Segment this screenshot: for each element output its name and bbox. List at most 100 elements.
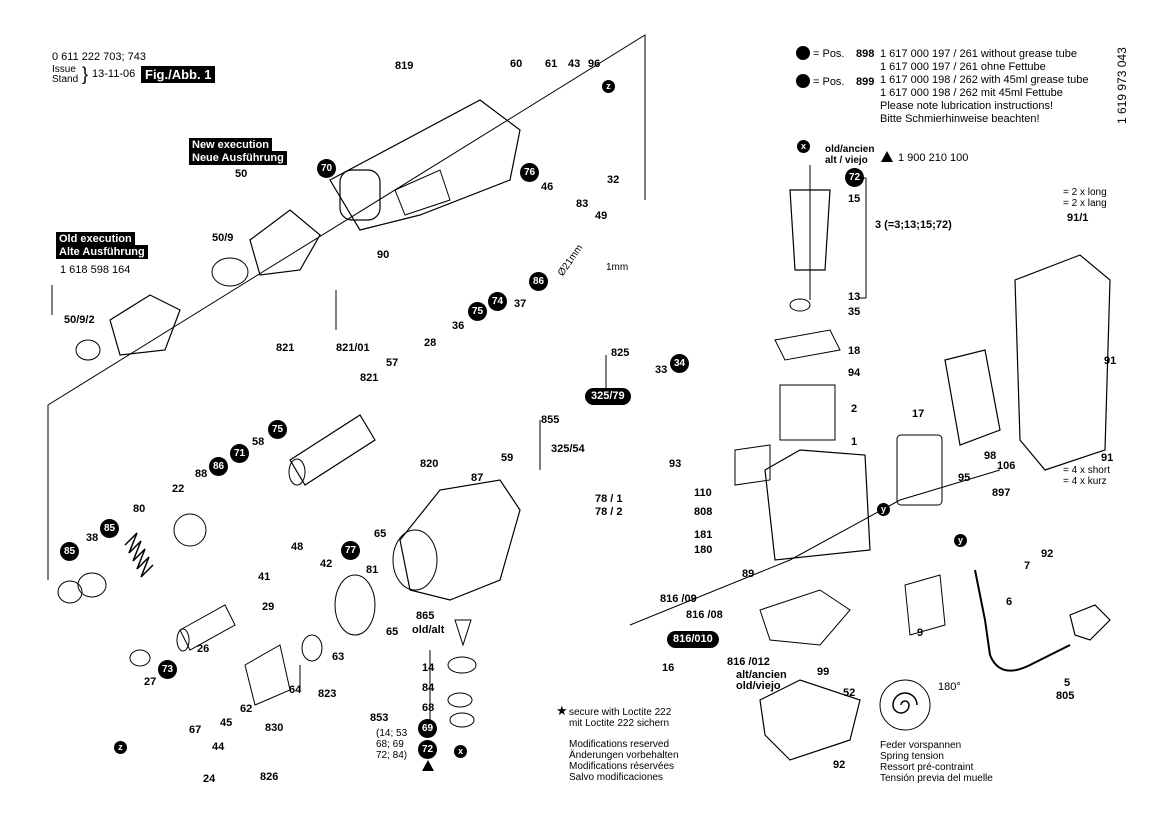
part-label-80: 80: [133, 503, 146, 515]
brace: }: [82, 64, 89, 84]
part-label-95: 95: [958, 472, 971, 484]
part-label-91b: 91: [1101, 452, 1114, 464]
handle-91: [1014, 254, 1111, 471]
mods-2: Änderungen vorbehalten: [569, 750, 679, 761]
lube-badge-77: 77: [341, 541, 360, 560]
bullet-899-icon: [796, 74, 810, 88]
part-label-old_alt: old/alt: [412, 624, 445, 636]
part-label-35: 35: [848, 306, 861, 318]
part-label-830: 830: [265, 722, 284, 734]
part-label-853: 853: [370, 712, 389, 724]
part-label-27: 27: [144, 676, 157, 688]
dim-length: 1mm: [606, 262, 629, 273]
part-label-41: 41: [258, 571, 271, 583]
lube-badge-86a: 86: [529, 272, 548, 291]
star-icon: ★: [556, 703, 568, 718]
lube-badge-85b: 85: [60, 542, 79, 561]
lube-badge-74: 74: [488, 292, 507, 311]
angle-180: 180°: [938, 681, 961, 693]
part-label-92b: 92: [1041, 548, 1054, 560]
lube-badge-72b: 72: [418, 740, 437, 759]
screws-short-en: = 4 x short: [1063, 465, 1110, 476]
legend-line-2: 1 617 000 197 / 261 ohne Fettube: [880, 61, 1046, 73]
document-number: 1 619 973 043: [1115, 47, 1129, 124]
part-label-13: 13: [848, 291, 861, 303]
part-label-16: 16: [662, 662, 675, 674]
legend-line-3: 1 617 000 198 / 262 with 45ml grease tub…: [880, 74, 1089, 86]
part-label-94: 94: [848, 367, 861, 379]
part-label-oldviejo: old/viejo: [736, 680, 781, 692]
frame-left: [47, 34, 646, 580]
gear-housing-820: [399, 479, 521, 601]
part-label-1: 1: [851, 436, 858, 448]
part-label-90: 90: [377, 249, 390, 261]
mods-1: Modifications reserved: [569, 739, 670, 750]
part-label-14: 14: [422, 662, 435, 674]
part-label-45: 45: [220, 717, 233, 729]
part-label-93: 93: [669, 458, 682, 470]
new-execution-de: Neue Ausführung: [189, 151, 287, 165]
part-label-805: 805: [1056, 690, 1075, 702]
part-label-50_9: 50/9: [212, 232, 234, 244]
handle-half-98: [944, 349, 1001, 446]
part-label-83: 83: [576, 198, 589, 210]
lube-badge-75a: 75: [468, 302, 487, 321]
part-label-57: 57: [386, 357, 399, 369]
part-label-99: 99: [817, 666, 830, 678]
part-label-37: 37: [514, 298, 527, 310]
part-label-38: 38: [86, 532, 99, 544]
part-label-68: 68: [422, 702, 435, 714]
lube-badge-34: 34: [670, 354, 689, 373]
part-label-59: 59: [501, 452, 514, 464]
mods-3: Modifications réservées: [569, 761, 675, 772]
bullet-898-icon: [796, 46, 810, 60]
issue-label: Issue: [52, 64, 76, 75]
part-label-48: 48: [291, 541, 304, 553]
chuck-new: [249, 209, 321, 276]
part-label-821b: 821: [360, 372, 379, 384]
part-label-816_09: 816 /09: [660, 593, 697, 605]
part-label-17: 17: [912, 408, 925, 420]
lube-badge-71: 71: [230, 444, 249, 463]
stand-label: Stand: [52, 74, 79, 85]
piston-26: [179, 604, 236, 651]
loctite-de: mit Loctite 222 sichern: [569, 718, 670, 729]
pos898-label: = Pos.: [813, 48, 845, 60]
ref-badge-x2: x: [454, 745, 467, 758]
part-label-65a: 65: [374, 528, 387, 540]
pos853-note: (14; 53 68; 69 72; 84): [376, 728, 408, 761]
part-label-325_54: 325/54: [551, 443, 585, 455]
legend-line-1: 1 617 000 197 / 261 without grease tube: [880, 48, 1077, 60]
power-cable: [974, 569, 1071, 672]
part-label-96: 96: [588, 58, 601, 70]
part-label-58: 58: [252, 436, 265, 448]
lube-badge-86b: 86: [209, 457, 228, 476]
armature: [789, 189, 831, 271]
part-label-106: 106: [997, 460, 1016, 472]
group-3: 3 (=3;13;15;72): [875, 219, 952, 231]
part-label-87: 87: [471, 472, 484, 484]
lube-badge-85a: 85: [100, 519, 119, 538]
part-label-67: 67: [189, 724, 202, 736]
part-label-816_012: 816 /012: [727, 656, 770, 668]
part-label-7: 7: [1024, 560, 1031, 572]
part-label-91_1: 91/1: [1067, 212, 1089, 224]
legend-line-4: 1 617 000 198 / 262 mit 45ml Fettube: [880, 87, 1063, 99]
spring-80: [124, 532, 154, 578]
part-label-825: 825: [611, 347, 630, 359]
old-ancien: old/ancien: [825, 144, 875, 155]
ref-badge-y2: y: [954, 534, 967, 547]
part-label-81: 81: [366, 564, 379, 576]
part-label-98: 98: [984, 450, 997, 462]
figure-title: Fig./Abb. 1: [141, 66, 216, 83]
part-label-78_1: 78 / 1: [595, 493, 623, 505]
motor-housing: [764, 449, 871, 561]
triangle-icon: [881, 151, 893, 162]
lube-badge-70: 70: [317, 159, 336, 178]
pos898-num: 898: [856, 48, 875, 60]
handle-cover-52: [759, 679, 861, 761]
spring-3: Ressort pré-contraint: [880, 762, 974, 773]
part-label-180: 180: [694, 544, 713, 556]
ref-badge-x1: x: [797, 140, 810, 153]
part-label-64: 64: [289, 684, 302, 696]
